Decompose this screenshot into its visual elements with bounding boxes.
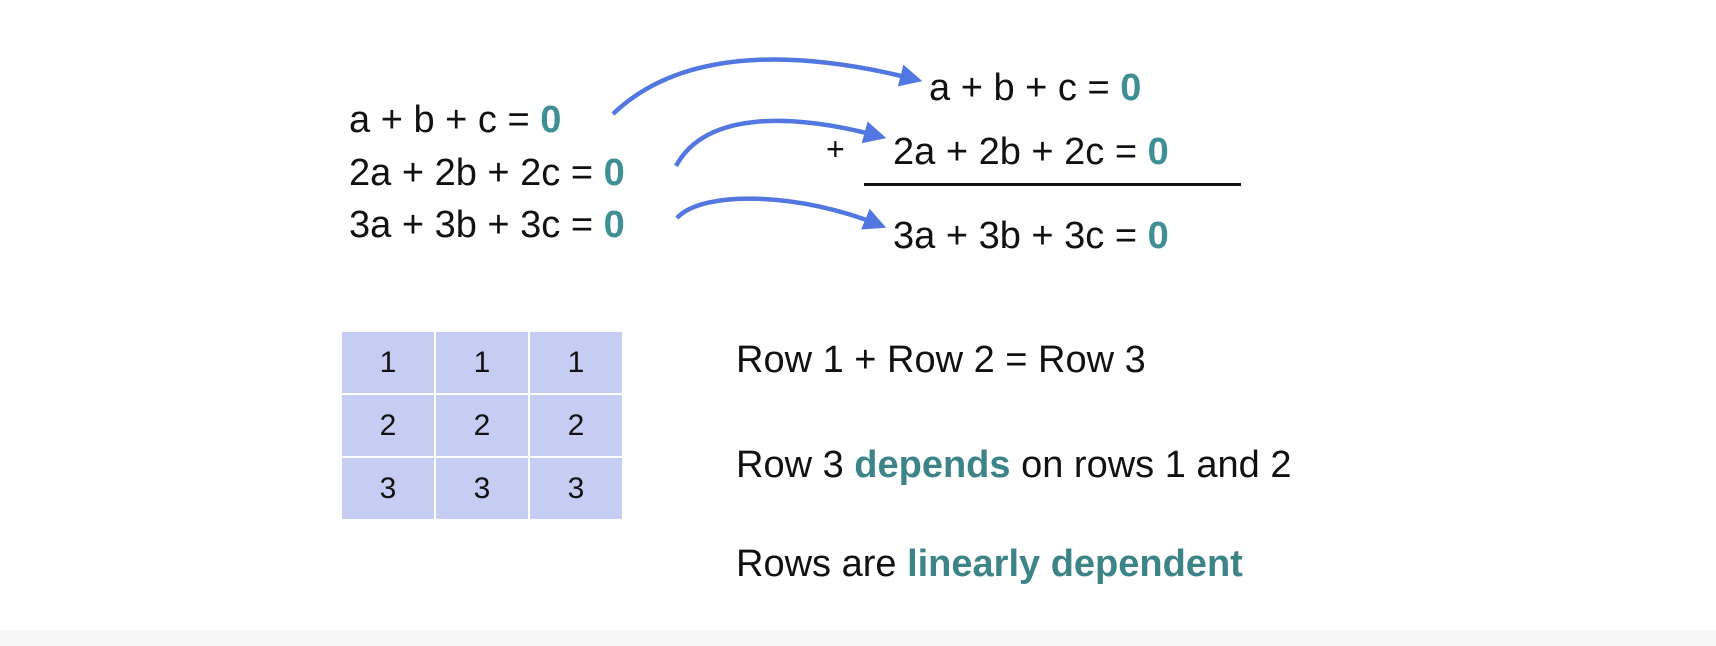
arrow-3 bbox=[675, 196, 887, 230]
matrix-cell: 2 bbox=[434, 393, 530, 458]
matrix-cell: 1 bbox=[342, 332, 436, 395]
matrix-row: 3 3 3 bbox=[342, 456, 622, 519]
equation-zero: 0 bbox=[603, 204, 625, 246]
coefficient-matrix: 1 1 1 2 2 2 3 3 3 bbox=[342, 332, 622, 519]
equation-lhs: 2a + 2b + 2c = bbox=[893, 131, 1148, 173]
matrix-cell: 2 bbox=[342, 393, 436, 458]
matrix-cell: 3 bbox=[434, 456, 530, 519]
equation-zero: 0 bbox=[1147, 131, 1169, 173]
statement-row-sum: Row 1 + Row 2 = Row 3 bbox=[736, 339, 1146, 381]
equation-lhs: 3a + 3b + 3c = bbox=[349, 204, 604, 246]
bottom-band bbox=[0, 630, 1716, 646]
statement-text: Row 3 bbox=[736, 444, 855, 486]
highlight-linearly-dependent: linearly dependent bbox=[907, 543, 1243, 585]
arrow-2 bbox=[674, 118, 887, 168]
matrix-cell: 3 bbox=[342, 456, 436, 519]
equation-lhs: a + b + c = bbox=[349, 99, 541, 141]
right-equation-1: a + b + c = 0 bbox=[929, 66, 1141, 110]
left-equation-2: 2a + 2b + 2c = 0 bbox=[349, 151, 625, 195]
statement-linearly-dependent: Rows are linearly dependent bbox=[736, 542, 1243, 586]
arrow-1 bbox=[611, 57, 923, 116]
right-equation-3: 3a + 3b + 3c = 0 bbox=[893, 214, 1169, 258]
matrix-cell: 1 bbox=[528, 332, 622, 395]
statement-depends: Row 3 depends on rows 1 and 2 bbox=[736, 443, 1292, 487]
equation-zero: 0 bbox=[603, 152, 625, 194]
equation-lhs: 3a + 3b + 3c = bbox=[893, 215, 1148, 257]
equation-lhs: 2a + 2b + 2c = bbox=[349, 152, 604, 194]
statement-text: Rows are bbox=[736, 543, 908, 585]
right-equation-2: 2a + 2b + 2c = 0 bbox=[893, 130, 1169, 174]
plus-sign: + bbox=[826, 131, 845, 167]
equation-zero: 0 bbox=[540, 99, 562, 141]
sum-line bbox=[864, 183, 1241, 186]
left-equation-1: a + b + c = 0 bbox=[349, 98, 561, 142]
matrix-row: 1 1 1 bbox=[342, 332, 622, 395]
matrix-row: 2 2 2 bbox=[342, 393, 622, 458]
equation-zero: 0 bbox=[1120, 67, 1142, 109]
matrix-cell: 2 bbox=[528, 393, 622, 458]
equation-lhs: a + b + c = bbox=[929, 67, 1121, 109]
statement-text: on rows 1 and 2 bbox=[1010, 444, 1292, 486]
matrix-cell: 1 bbox=[434, 332, 530, 395]
matrix-cell: 3 bbox=[528, 456, 622, 519]
left-equation-3: 3a + 3b + 3c = 0 bbox=[349, 203, 625, 247]
equation-zero: 0 bbox=[1147, 215, 1169, 257]
highlight-depends: depends bbox=[854, 444, 1011, 486]
